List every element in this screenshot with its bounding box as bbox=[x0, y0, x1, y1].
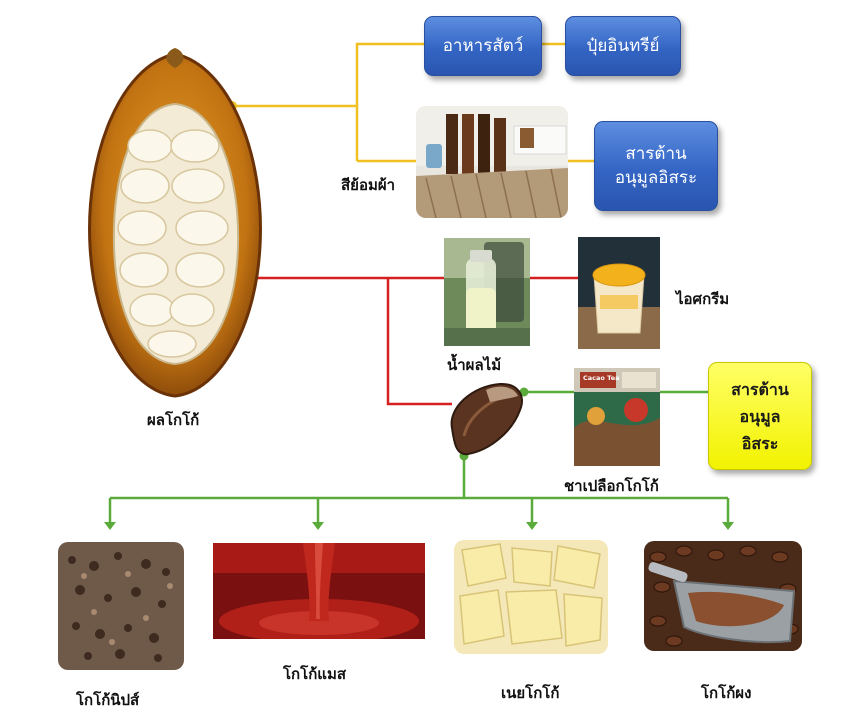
antioxidant-lower-line1: สารต้าน bbox=[731, 379, 789, 399]
fabric-dye-label: สีย้อมผ้า bbox=[341, 176, 396, 194]
organic-fertilizer-label: ปุ๋ยอินทรีย์ bbox=[586, 36, 660, 56]
antioxidant-box-lower: สารต้าน อนุมูล อิสระ bbox=[708, 362, 812, 470]
animal-feed-label: อาหารสัตว์ bbox=[442, 36, 524, 56]
organic-fertilizer-box: ปุ๋ยอินทรีย์ bbox=[565, 16, 681, 76]
ice-cream-label: ไอศกรีม bbox=[676, 290, 730, 308]
antioxidant-lower-line2: อนุมูล bbox=[739, 406, 781, 426]
cacao-bean-image bbox=[450, 382, 523, 456]
cacao-tea-photo: Cacao Tea bbox=[574, 368, 660, 466]
cocoa-mass-label: โกโก้แมส bbox=[283, 665, 346, 683]
cocoa-powder-label: โกโก้ผง bbox=[701, 684, 752, 702]
ice-cream-photo bbox=[578, 237, 660, 349]
cacao-pod-image bbox=[88, 48, 262, 398]
antioxidant-lower-line3: อิสระ bbox=[741, 433, 779, 453]
fruit-juice-label: น้ำผลไม้ bbox=[447, 356, 502, 374]
cocoa-nibs-photo bbox=[58, 542, 184, 670]
antioxidant-box-upper: สารต้าน อนุมูลอิสระ bbox=[594, 121, 718, 211]
cocoa-powder-photo bbox=[644, 541, 802, 651]
cocoa-butter-label: เนยโกโก้ bbox=[501, 684, 560, 702]
green-connectors bbox=[104, 387, 734, 530]
fabric-dye-photo bbox=[416, 106, 568, 218]
cacao-pod-label: ผลโกโก้ bbox=[147, 411, 200, 429]
cacao-husk-tea-label: ชาเปลือกโกโก้ bbox=[564, 477, 659, 495]
animal-feed-box: อาหารสัตว์ bbox=[424, 16, 542, 76]
cocoa-mass-photo bbox=[213, 543, 425, 639]
antioxidant-upper-line2: อนุมูลอิสระ bbox=[614, 168, 698, 188]
cocoa-butter-photo bbox=[454, 540, 608, 654]
fruit-juice-photo bbox=[444, 238, 530, 346]
cacao-tea-package-text: Cacao Tea bbox=[583, 374, 620, 382]
antioxidant-upper-line1: สารต้าน bbox=[625, 144, 687, 164]
cocoa-nibs-label: โกโก้นิปส์ bbox=[76, 691, 140, 709]
